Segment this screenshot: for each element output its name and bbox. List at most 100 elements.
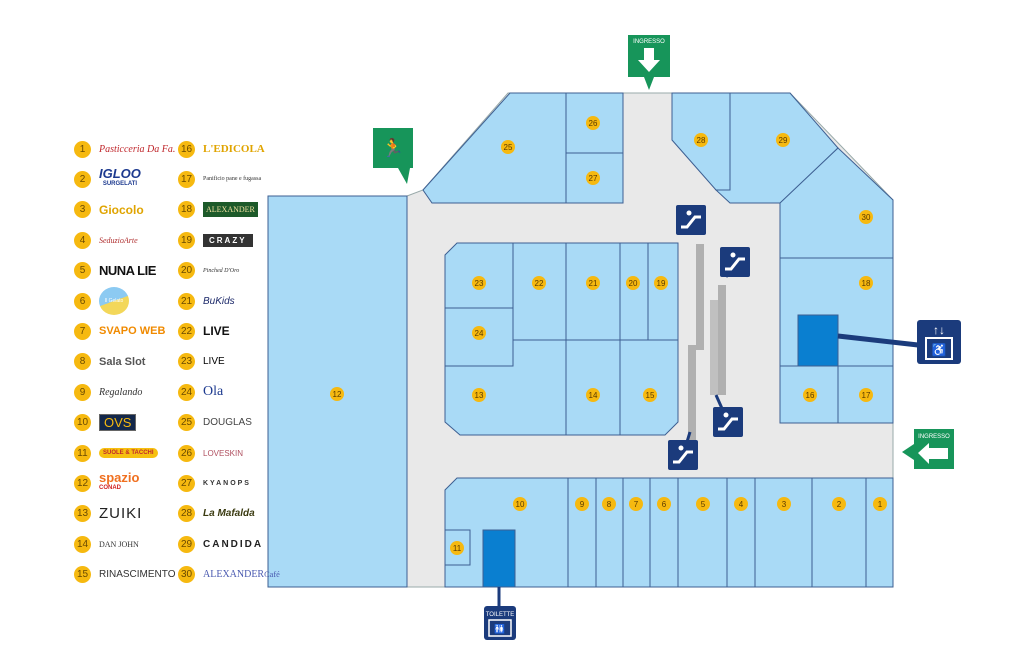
store-logo: Pinched D'Oro bbox=[203, 267, 240, 274]
store-unit-9[interactable]: 9 bbox=[567, 477, 597, 588]
store-number-badge bbox=[586, 116, 600, 130]
store-unit-24[interactable]: 24 bbox=[444, 307, 514, 367]
store-number-badge bbox=[602, 497, 616, 511]
store-number: 23 bbox=[475, 279, 484, 288]
store-unit-7[interactable]: 7 bbox=[622, 477, 651, 588]
store-unit-11[interactable]: 11 bbox=[444, 529, 471, 566]
store-unit-15[interactable]: 15 bbox=[619, 339, 679, 436]
entrance-sign-top[interactable]: INGRESSO bbox=[628, 35, 670, 90]
store-unit-3[interactable]: 3 bbox=[754, 477, 813, 588]
store-unit-30[interactable]: 30 bbox=[779, 147, 894, 259]
store-number: 10 bbox=[516, 500, 525, 509]
store-number-badge bbox=[776, 133, 790, 147]
store-number-badge bbox=[803, 388, 817, 402]
store-number-badge bbox=[450, 541, 464, 555]
store-number: 24 bbox=[475, 329, 484, 338]
store-unit-2[interactable]: 2 bbox=[811, 477, 867, 588]
store-number-badge: 5 bbox=[74, 262, 91, 280]
escalator bbox=[718, 285, 726, 395]
toilet-label: TOILETTE bbox=[486, 612, 515, 618]
escalator-icon bbox=[725, 257, 745, 271]
store-number-badge bbox=[654, 276, 668, 290]
store-number-badge bbox=[657, 497, 671, 511]
store-logo: Il Gelato bbox=[99, 287, 129, 315]
store-number-badge: 21 bbox=[178, 292, 195, 310]
escalator-icon bbox=[681, 215, 701, 229]
store-number-badge: 29 bbox=[178, 535, 195, 553]
store-number: 28 bbox=[697, 136, 706, 145]
store-number-badge bbox=[472, 276, 486, 290]
store-unit-29[interactable]: 29 bbox=[714, 92, 839, 204]
escalator bbox=[688, 345, 696, 441]
store-number-badge bbox=[859, 388, 873, 402]
arrow-down-icon bbox=[638, 48, 660, 72]
store-unit-26[interactable]: 26 bbox=[565, 92, 624, 154]
store-unit-6[interactable]: 6 bbox=[649, 477, 679, 588]
store-unit-21[interactable]: 21 bbox=[565, 242, 621, 341]
store-logo: SeduzioArte bbox=[99, 235, 138, 245]
store-unit-16[interactable]: 16 bbox=[779, 365, 839, 424]
store-number: 4 bbox=[739, 500, 744, 509]
store-unit-1[interactable]: 1 bbox=[865, 477, 894, 588]
entrance-sign-right[interactable]: INGRESSO bbox=[902, 429, 954, 469]
store-unit-4[interactable]: 4 bbox=[726, 477, 756, 588]
store-unit-5[interactable]: 5 bbox=[677, 477, 728, 588]
store-number: 15 bbox=[646, 391, 655, 400]
entrance-label: INGRESSO bbox=[918, 434, 950, 440]
store-unit-17[interactable]: 17 bbox=[837, 365, 894, 424]
store-unit-12[interactable]: 12 bbox=[267, 195, 408, 588]
toilet-room bbox=[482, 529, 516, 588]
store-number: 22 bbox=[535, 279, 544, 288]
elevator-pointer bbox=[837, 333, 919, 348]
store-number: 26 bbox=[589, 119, 598, 128]
store-unit-27[interactable]: 27 bbox=[565, 152, 624, 204]
store-number-badge bbox=[330, 387, 344, 401]
store-number-badge: 12 bbox=[74, 474, 91, 492]
store-number-badge: 7 bbox=[74, 322, 91, 340]
store-unit-19[interactable]: 19 bbox=[647, 242, 679, 341]
store-number: 16 bbox=[806, 391, 815, 400]
store-unit-8[interactable]: 8 bbox=[595, 477, 624, 588]
store-number-badge bbox=[859, 210, 873, 224]
store-unit-23[interactable]: 23 bbox=[444, 242, 514, 309]
store-unit-20[interactable]: 20 bbox=[619, 242, 649, 341]
store-unit-22[interactable]: 22 bbox=[512, 242, 567, 341]
store-number: 18 bbox=[862, 279, 871, 288]
svg-text:♿: ♿ bbox=[932, 343, 947, 357]
store-number-badge: 30 bbox=[178, 566, 195, 584]
store-number-badge: 18 bbox=[178, 201, 195, 219]
store-number-badge bbox=[472, 326, 486, 340]
store-number: 17 bbox=[862, 391, 871, 400]
store-unit-14[interactable]: 14 bbox=[565, 339, 621, 436]
